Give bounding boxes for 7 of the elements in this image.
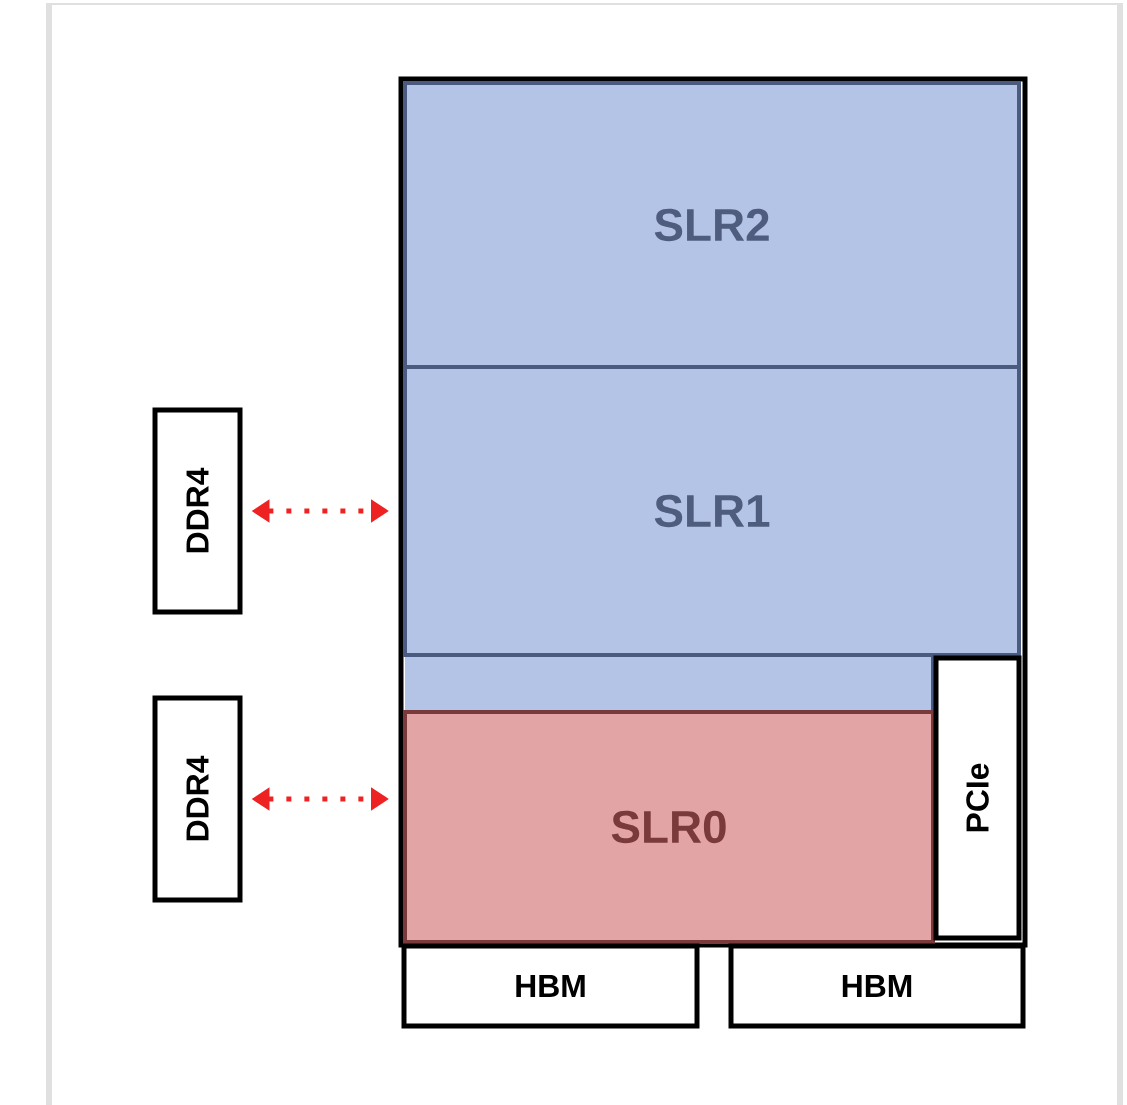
memory-box: DDR4	[152, 695, 243, 903]
memory-box: HBM	[728, 943, 1026, 1029]
interface-box: PCIe	[933, 655, 1022, 941]
memory-box: DDR4	[152, 407, 243, 615]
region-box: SLR0	[403, 710, 935, 944]
region-box: SLR2	[403, 81, 1021, 369]
memory-box: HBM	[401, 943, 700, 1029]
